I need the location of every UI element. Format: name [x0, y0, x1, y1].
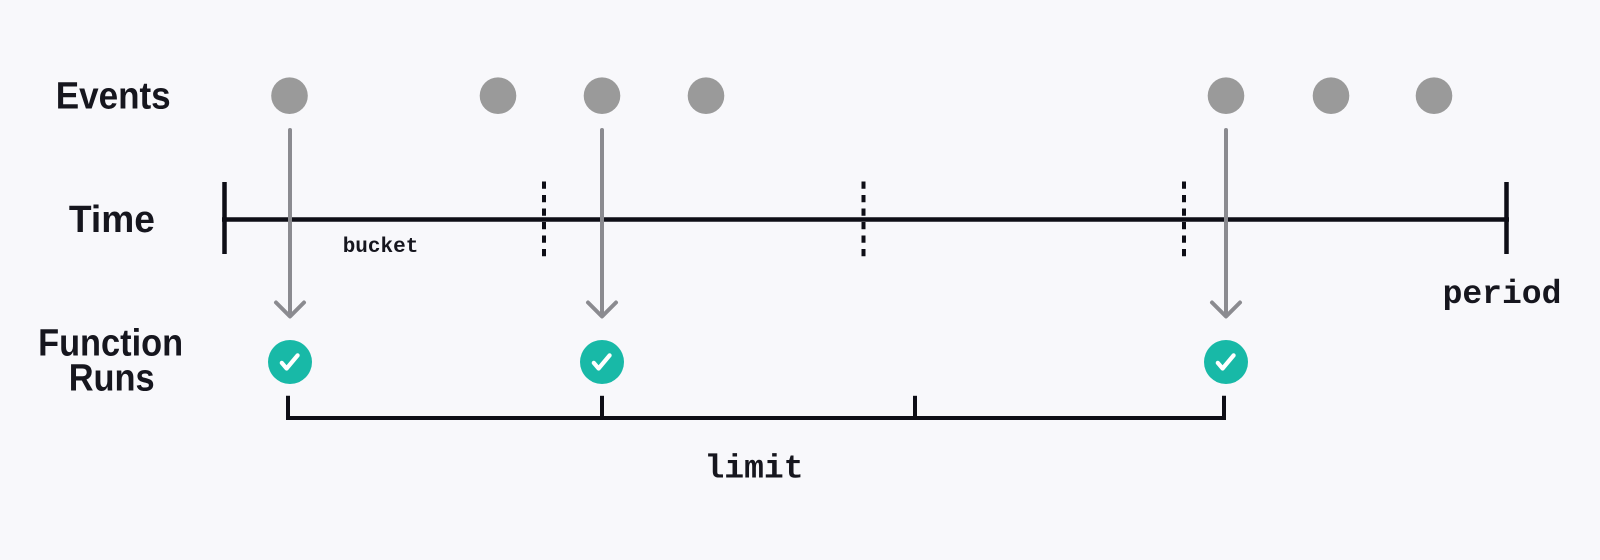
- svg-text:Runs: Runs: [69, 358, 155, 400]
- svg-text:bucket: bucket: [343, 236, 419, 259]
- svg-text:period: period: [1443, 276, 1562, 313]
- svg-text:Events: Events: [56, 76, 171, 118]
- svg-text:limit: limit: [704, 451, 803, 488]
- svg-text:Time: Time: [69, 199, 155, 241]
- svg-text:Function: Function: [38, 323, 183, 365]
